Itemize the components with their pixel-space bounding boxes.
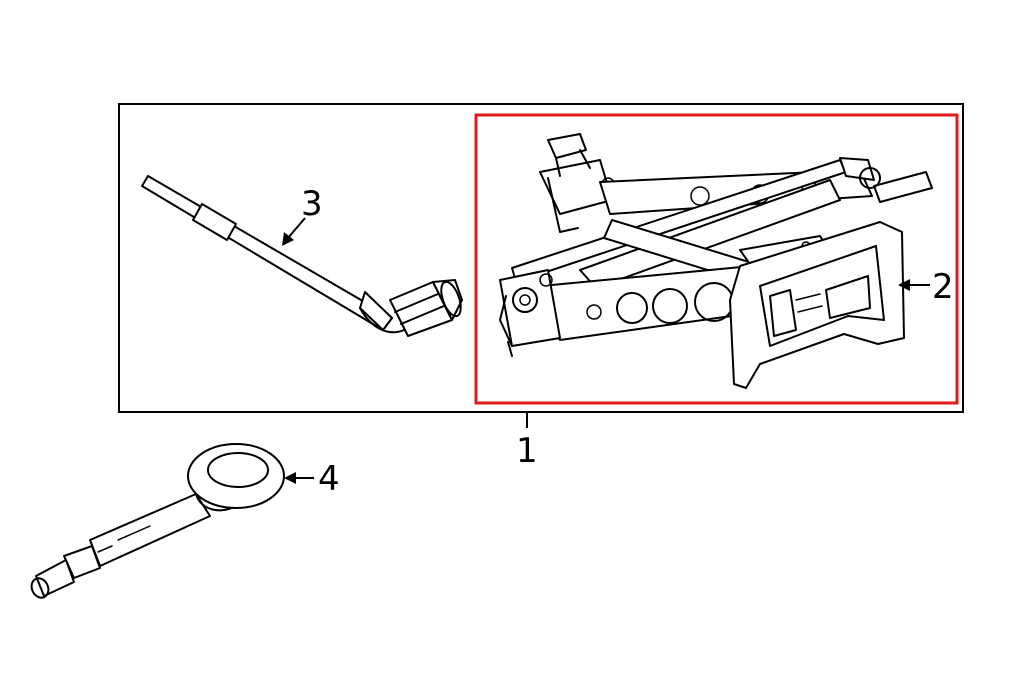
jack-leader-arrow — [898, 279, 910, 291]
lug-wrench-drawing[interactable] — [141, 175, 465, 337]
wrench-leader-line — [287, 217, 306, 239]
callout-2[interactable]: 2 — [932, 267, 954, 307]
callout-1[interactable]: 1 — [516, 431, 538, 471]
wrench-leader-arrow — [282, 232, 294, 246]
tow-hook-drawing[interactable] — [29, 443, 285, 600]
callout-3[interactable]: 3 — [301, 184, 323, 224]
scissor-jack-drawing[interactable] — [499, 133, 933, 389]
tow-hook-leader-arrow — [284, 472, 296, 484]
jack-highlight-box[interactable] — [474, 113, 959, 405]
callout-4[interactable]: 4 — [318, 459, 340, 499]
